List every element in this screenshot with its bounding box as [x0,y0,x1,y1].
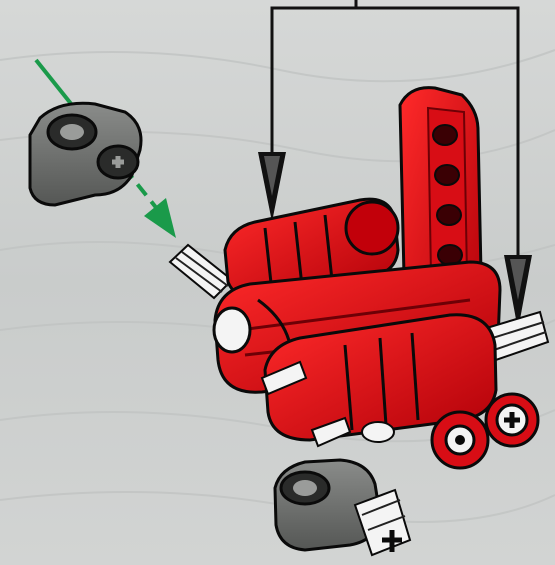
assembly-instruction-diagram [0,0,555,565]
assembly-illustration [0,0,555,565]
